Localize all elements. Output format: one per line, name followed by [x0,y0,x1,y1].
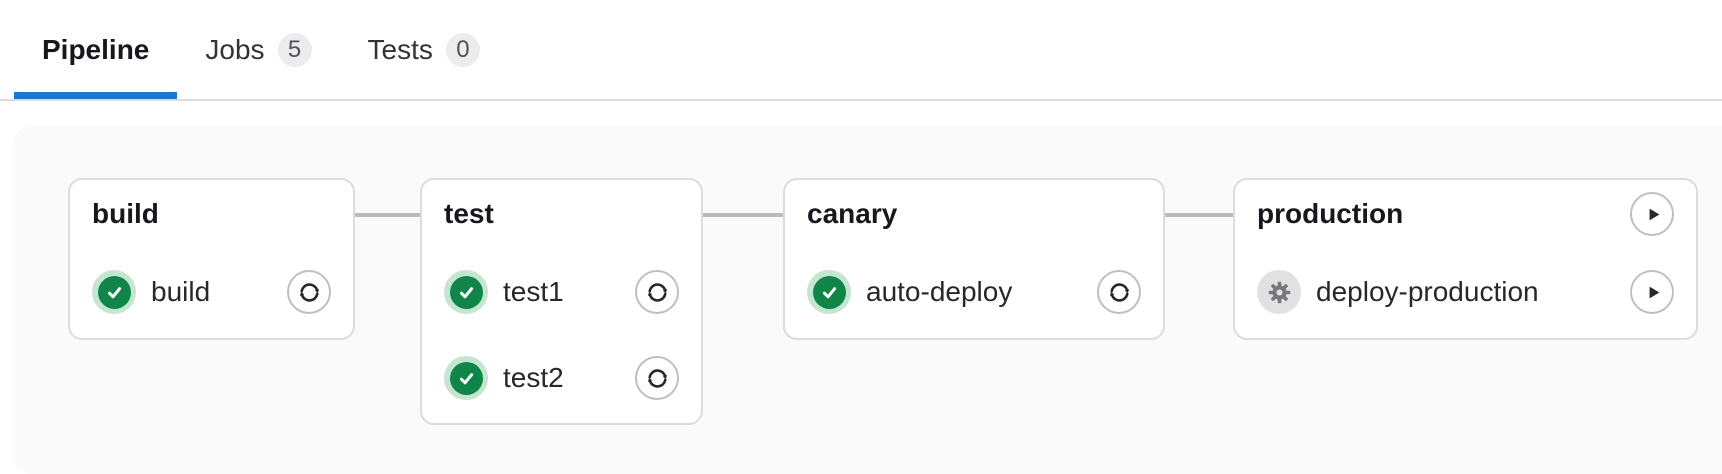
pipeline-tabs-bar: Pipeline Jobs 5 Tests 0 [0,0,1722,101]
tab-jobs[interactable]: Jobs 5 [177,0,339,99]
retry-icon [644,365,671,392]
stage-jobs-list: build [92,270,331,314]
tab-pipeline[interactable]: Pipeline [14,0,177,99]
job-name: auto-deploy [866,276,1013,307]
tests-count-badge: 0 [445,32,480,67]
gear-icon [1266,279,1293,306]
stage-name: build [92,198,159,229]
job-play-button[interactable] [1630,270,1674,314]
pipeline-graph-panel: build build test test1 test2 canary auto-deplo… [13,127,1722,474]
jobs-count-badge: 5 [277,32,312,67]
play-icon [1640,202,1665,227]
job-name: test2 [503,362,564,393]
tab-pipeline-label: Pipeline [42,33,150,65]
job-retry-button[interactable] [635,270,679,314]
status-success-icon [807,270,851,314]
stage-connector [703,213,783,217]
status-success-icon [444,356,488,400]
check-icon [97,275,131,309]
job-row-auto-deploy[interactable]: auto-deploy [807,270,1141,314]
retry-icon [644,279,671,306]
job-retry-button[interactable] [1097,270,1141,314]
stage-header: canary [807,192,1141,236]
stage-name: production [1257,198,1404,229]
tab-tests-label: Tests [367,33,433,65]
stage-header: production [1257,192,1674,236]
stage-header: test [444,192,679,236]
status-success-icon [92,270,136,314]
job-retry-button[interactable] [287,270,331,314]
stage-card-test: test test1 test2 [420,178,703,425]
stage-play-all-button[interactable] [1630,192,1674,236]
stage-connector [355,213,420,217]
play-icon [1640,280,1665,305]
check-icon [812,275,846,309]
job-name: deploy-production [1316,276,1539,307]
stage-jobs-list: auto-deploy [807,270,1141,314]
stage-name: test [444,198,494,229]
check-icon [449,275,483,309]
retry-icon [296,279,323,306]
job-row-deploy-production[interactable]: deploy-production [1257,270,1674,314]
stage-header: build [92,192,331,236]
stage-card-production: production deploy-production [1233,178,1698,340]
job-name: build [151,276,211,307]
stage-connector [1165,213,1233,217]
stage-card-canary: canary auto-deploy [783,178,1165,340]
status-success-icon [444,270,488,314]
tab-tests[interactable]: Tests 0 [340,0,508,99]
tab-jobs-label: Jobs [205,33,265,65]
job-name: test1 [503,276,564,307]
job-row-test1[interactable]: test1 [444,270,679,314]
job-row-test2[interactable]: test2 [444,356,679,400]
status-manual-icon [1257,270,1301,314]
stage-card-build: build build [68,178,355,340]
stage-jobs-list: deploy-production [1257,270,1674,314]
retry-icon [1106,279,1133,306]
stage-jobs-list: test1 test2 [444,270,679,400]
check-icon [449,361,483,395]
stage-name: canary [807,198,898,229]
job-row-build[interactable]: build [92,270,331,314]
job-retry-button[interactable] [635,356,679,400]
